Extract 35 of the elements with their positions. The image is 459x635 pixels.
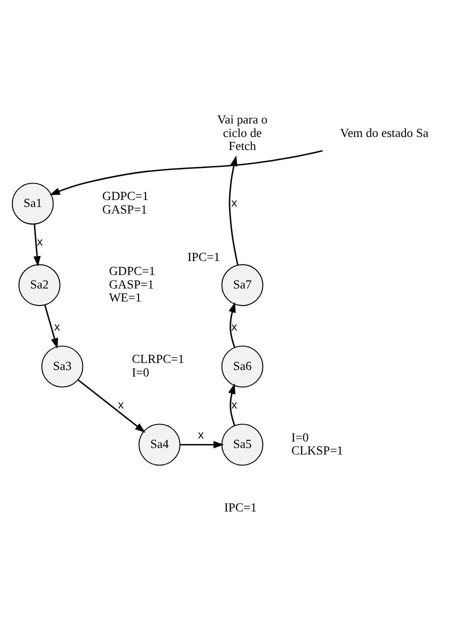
arrow (33, 224, 41, 267)
arrow (49, 150, 323, 196)
node-label: I=0 (291, 430, 309, 444)
node-text: Vem do estado Sa (340, 126, 428, 140)
node-label: CLKSP=1 (291, 444, 344, 458)
node-label: WE=1 (108, 290, 142, 305)
node-circle: Sa3 (41, 346, 84, 388)
arrow (180, 441, 224, 448)
node-circle: Sa7 (221, 264, 264, 306)
node-label: GASP=1 (108, 277, 154, 292)
node-label: I=0 (132, 365, 150, 380)
arrow (228, 302, 236, 348)
arrow (78, 380, 146, 433)
edge-label: x (231, 400, 238, 412)
arrow (228, 383, 236, 426)
node-label: CLRPC=1 (132, 352, 184, 366)
node-label: IPC=1 (188, 250, 220, 264)
node-label: GDPC=1 (108, 264, 156, 278)
node-label: GDPC=1 (102, 189, 148, 204)
edge-label: x (37, 236, 43, 249)
arrow (228, 156, 238, 266)
edge-label: x (231, 198, 238, 210)
node-circle: Sa4 (138, 424, 180, 466)
node-circle: Sa1 (12, 182, 54, 225)
edge-label: x (118, 400, 124, 412)
node-text: Vai para o ciclo de Fetch (217, 112, 268, 154)
edge-label: x (231, 321, 238, 334)
node-label: GASP=1 (102, 202, 148, 217)
node-label: IPC=1 (224, 500, 257, 514)
arrow (44, 304, 58, 349)
node-circle: Sa6 (221, 346, 264, 388)
edge-label: x (198, 430, 204, 442)
node-circle: Sa5 (221, 424, 264, 466)
edge-label: x (54, 321, 60, 334)
node-circle: Sa2 (18, 264, 60, 306)
